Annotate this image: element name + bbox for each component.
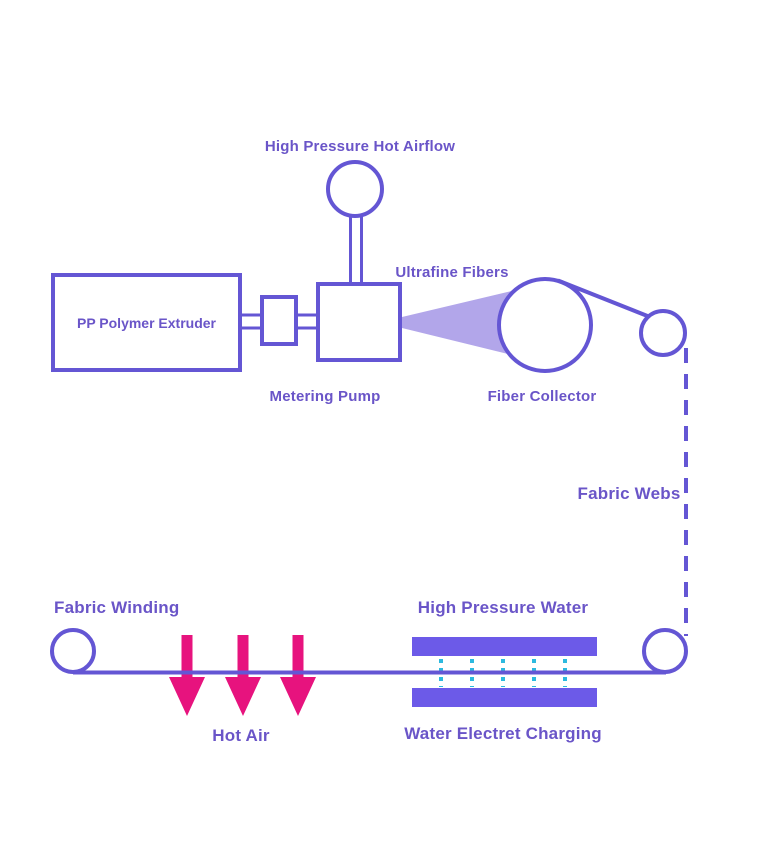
guide-roller <box>639 309 687 357</box>
extruder-box <box>51 273 242 372</box>
label-high-pressure-hot-airflow: High Pressure Hot Airflow <box>264 138 456 155</box>
electret-plate-top <box>412 637 597 656</box>
extruder-pump-connector <box>240 295 318 346</box>
fiber-spray-cone <box>402 290 516 356</box>
label-high-pressure-water: High Pressure Water <box>417 598 589 617</box>
label-fiber-collector: Fiber Collector <box>487 388 597 405</box>
web-tangent-line <box>557 278 651 319</box>
metering-pump-box <box>316 282 402 362</box>
fabric-winding-roller <box>50 628 96 674</box>
bottom-guide-roller <box>642 628 688 674</box>
label-fabric-winding: Fabric Winding <box>54 598 180 617</box>
label-metering-pump: Metering Pump <box>269 388 381 405</box>
electret-plate-bottom <box>412 688 597 707</box>
label-water-electret-charging: Water Electret Charging <box>404 724 602 743</box>
label-pp-polymer-extruder: PP Polymer Extruder <box>76 314 217 331</box>
fiber-collector-roller <box>497 277 593 373</box>
hot-airflow-source-circle <box>326 160 384 218</box>
label-fabric-webs: Fabric Webs <box>577 484 681 503</box>
hot-air-arrows <box>169 635 316 716</box>
label-ultrafine-fibers: Ultrafine Fibers <box>395 264 509 281</box>
label-hot-air: Hot Air <box>212 726 270 745</box>
air-pipe <box>349 216 363 284</box>
